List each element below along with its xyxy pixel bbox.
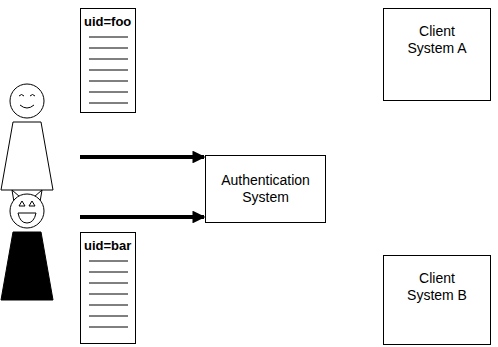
text-line — [89, 261, 128, 262]
text-line — [89, 81, 128, 82]
uid-label: uid=foo — [84, 13, 132, 30]
client-system-box: Client System A — [383, 8, 491, 101]
text-line — [89, 48, 128, 49]
login-arrow — [80, 215, 204, 219]
credential-document: uid=foo — [80, 8, 136, 113]
text-line — [89, 327, 128, 328]
box-label: Client System B — [400, 270, 474, 304]
auth-system-box: Authentication System — [205, 155, 326, 223]
box-label: Authentication System — [218, 172, 313, 206]
text-line — [89, 59, 128, 60]
text-line — [89, 70, 128, 71]
text-line — [89, 103, 128, 104]
uid-label: uid=bar — [84, 237, 132, 254]
attacker-figure — [1, 190, 53, 300]
text-line — [89, 92, 128, 93]
text-line — [89, 283, 128, 284]
user-figure — [1, 84, 53, 190]
text-line — [89, 294, 128, 295]
box-label: Client System A — [400, 23, 474, 57]
credential-document: uid=bar — [80, 232, 136, 344]
text-line — [89, 272, 128, 273]
text-line — [89, 305, 128, 306]
text-line — [89, 37, 128, 38]
login-arrow — [80, 155, 204, 159]
client-system-box: Client System B — [383, 255, 491, 345]
text-line — [89, 316, 128, 317]
